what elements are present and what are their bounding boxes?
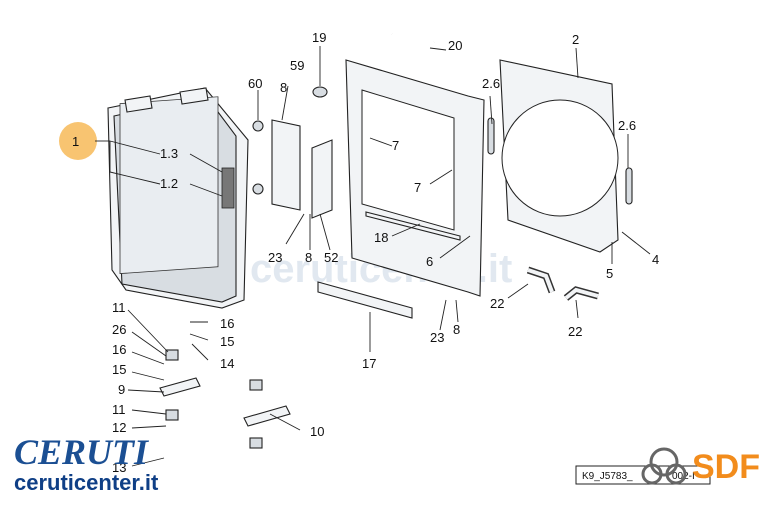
nut-60-top (252, 120, 264, 132)
label-1: 1 (72, 134, 79, 149)
label-18: 18 (374, 230, 388, 245)
brand-site: ceruticenter.it (14, 470, 159, 495)
part-labels: 1 1.3 1.2 2 2.6 2.6 4 5 6 7 7 8 8 8 9 10… (72, 30, 659, 475)
label-16-b: 16 (112, 342, 126, 357)
label-7-a: 7 (392, 138, 399, 153)
label-6: 6 (426, 254, 433, 269)
drawing-code: K9_J5783_ (582, 471, 633, 482)
label-8-a: 8 (280, 80, 287, 95)
label-8-c: 8 (453, 322, 460, 337)
label-19: 19 (312, 30, 326, 45)
frame-part-6 (345, 59, 485, 297)
label-10: 10 (310, 424, 324, 439)
label-11-b: 11 (112, 402, 126, 417)
label-2: 2 (572, 32, 579, 47)
label-12: 12 (112, 420, 126, 435)
label-9: 9 (118, 382, 125, 397)
label-7-b: 7 (414, 180, 421, 195)
shroud-part-2 (487, 59, 633, 253)
label-23-b: 23 (430, 330, 444, 345)
label-8-b: 8 (305, 250, 312, 265)
brand-name: CERUTI (14, 432, 150, 472)
sdf-logo: SDF (641, 447, 760, 486)
grommet-19 (312, 86, 328, 98)
label-13: 13 (112, 460, 126, 475)
label-5: 5 (606, 266, 613, 281)
label-11-a: 11 (112, 300, 126, 315)
sdf-text: SDF (692, 448, 760, 486)
label-2-6-a: 2.6 (482, 76, 500, 91)
leader-lines (95, 46, 651, 467)
mounting-hardware (159, 349, 291, 449)
label-15-a: 15 (112, 362, 126, 377)
label-22-b: 22 (568, 324, 582, 339)
label-15-b: 15 (220, 334, 234, 349)
label-1-2: 1.2 (160, 176, 178, 191)
deflector-17 (317, 281, 413, 319)
label-14: 14 (220, 356, 234, 371)
label-59: 59 (290, 58, 304, 73)
label-26: 26 (112, 322, 126, 337)
highlight-marker (59, 122, 97, 160)
seal-strip-59 (271, 119, 301, 211)
label-52: 52 (324, 250, 338, 265)
label-4: 4 (652, 252, 659, 267)
label-23-a: 23 (268, 250, 282, 265)
ceruti-logo: CERUTI ceruticenter.it (14, 432, 159, 495)
label-1-3: 1.3 (160, 146, 178, 161)
label-60: 60 (248, 76, 262, 91)
label-20: 20 (448, 38, 462, 53)
label-2-6-b: 2.6 (618, 118, 636, 133)
radiator-part (107, 87, 249, 309)
bracket-52 (311, 139, 333, 219)
sdf-mark-icon (649, 447, 679, 477)
label-22-a: 22 (490, 296, 504, 311)
nut-60-bottom (252, 183, 264, 195)
label-16-a: 16 (220, 316, 234, 331)
label-17: 17 (362, 356, 376, 371)
